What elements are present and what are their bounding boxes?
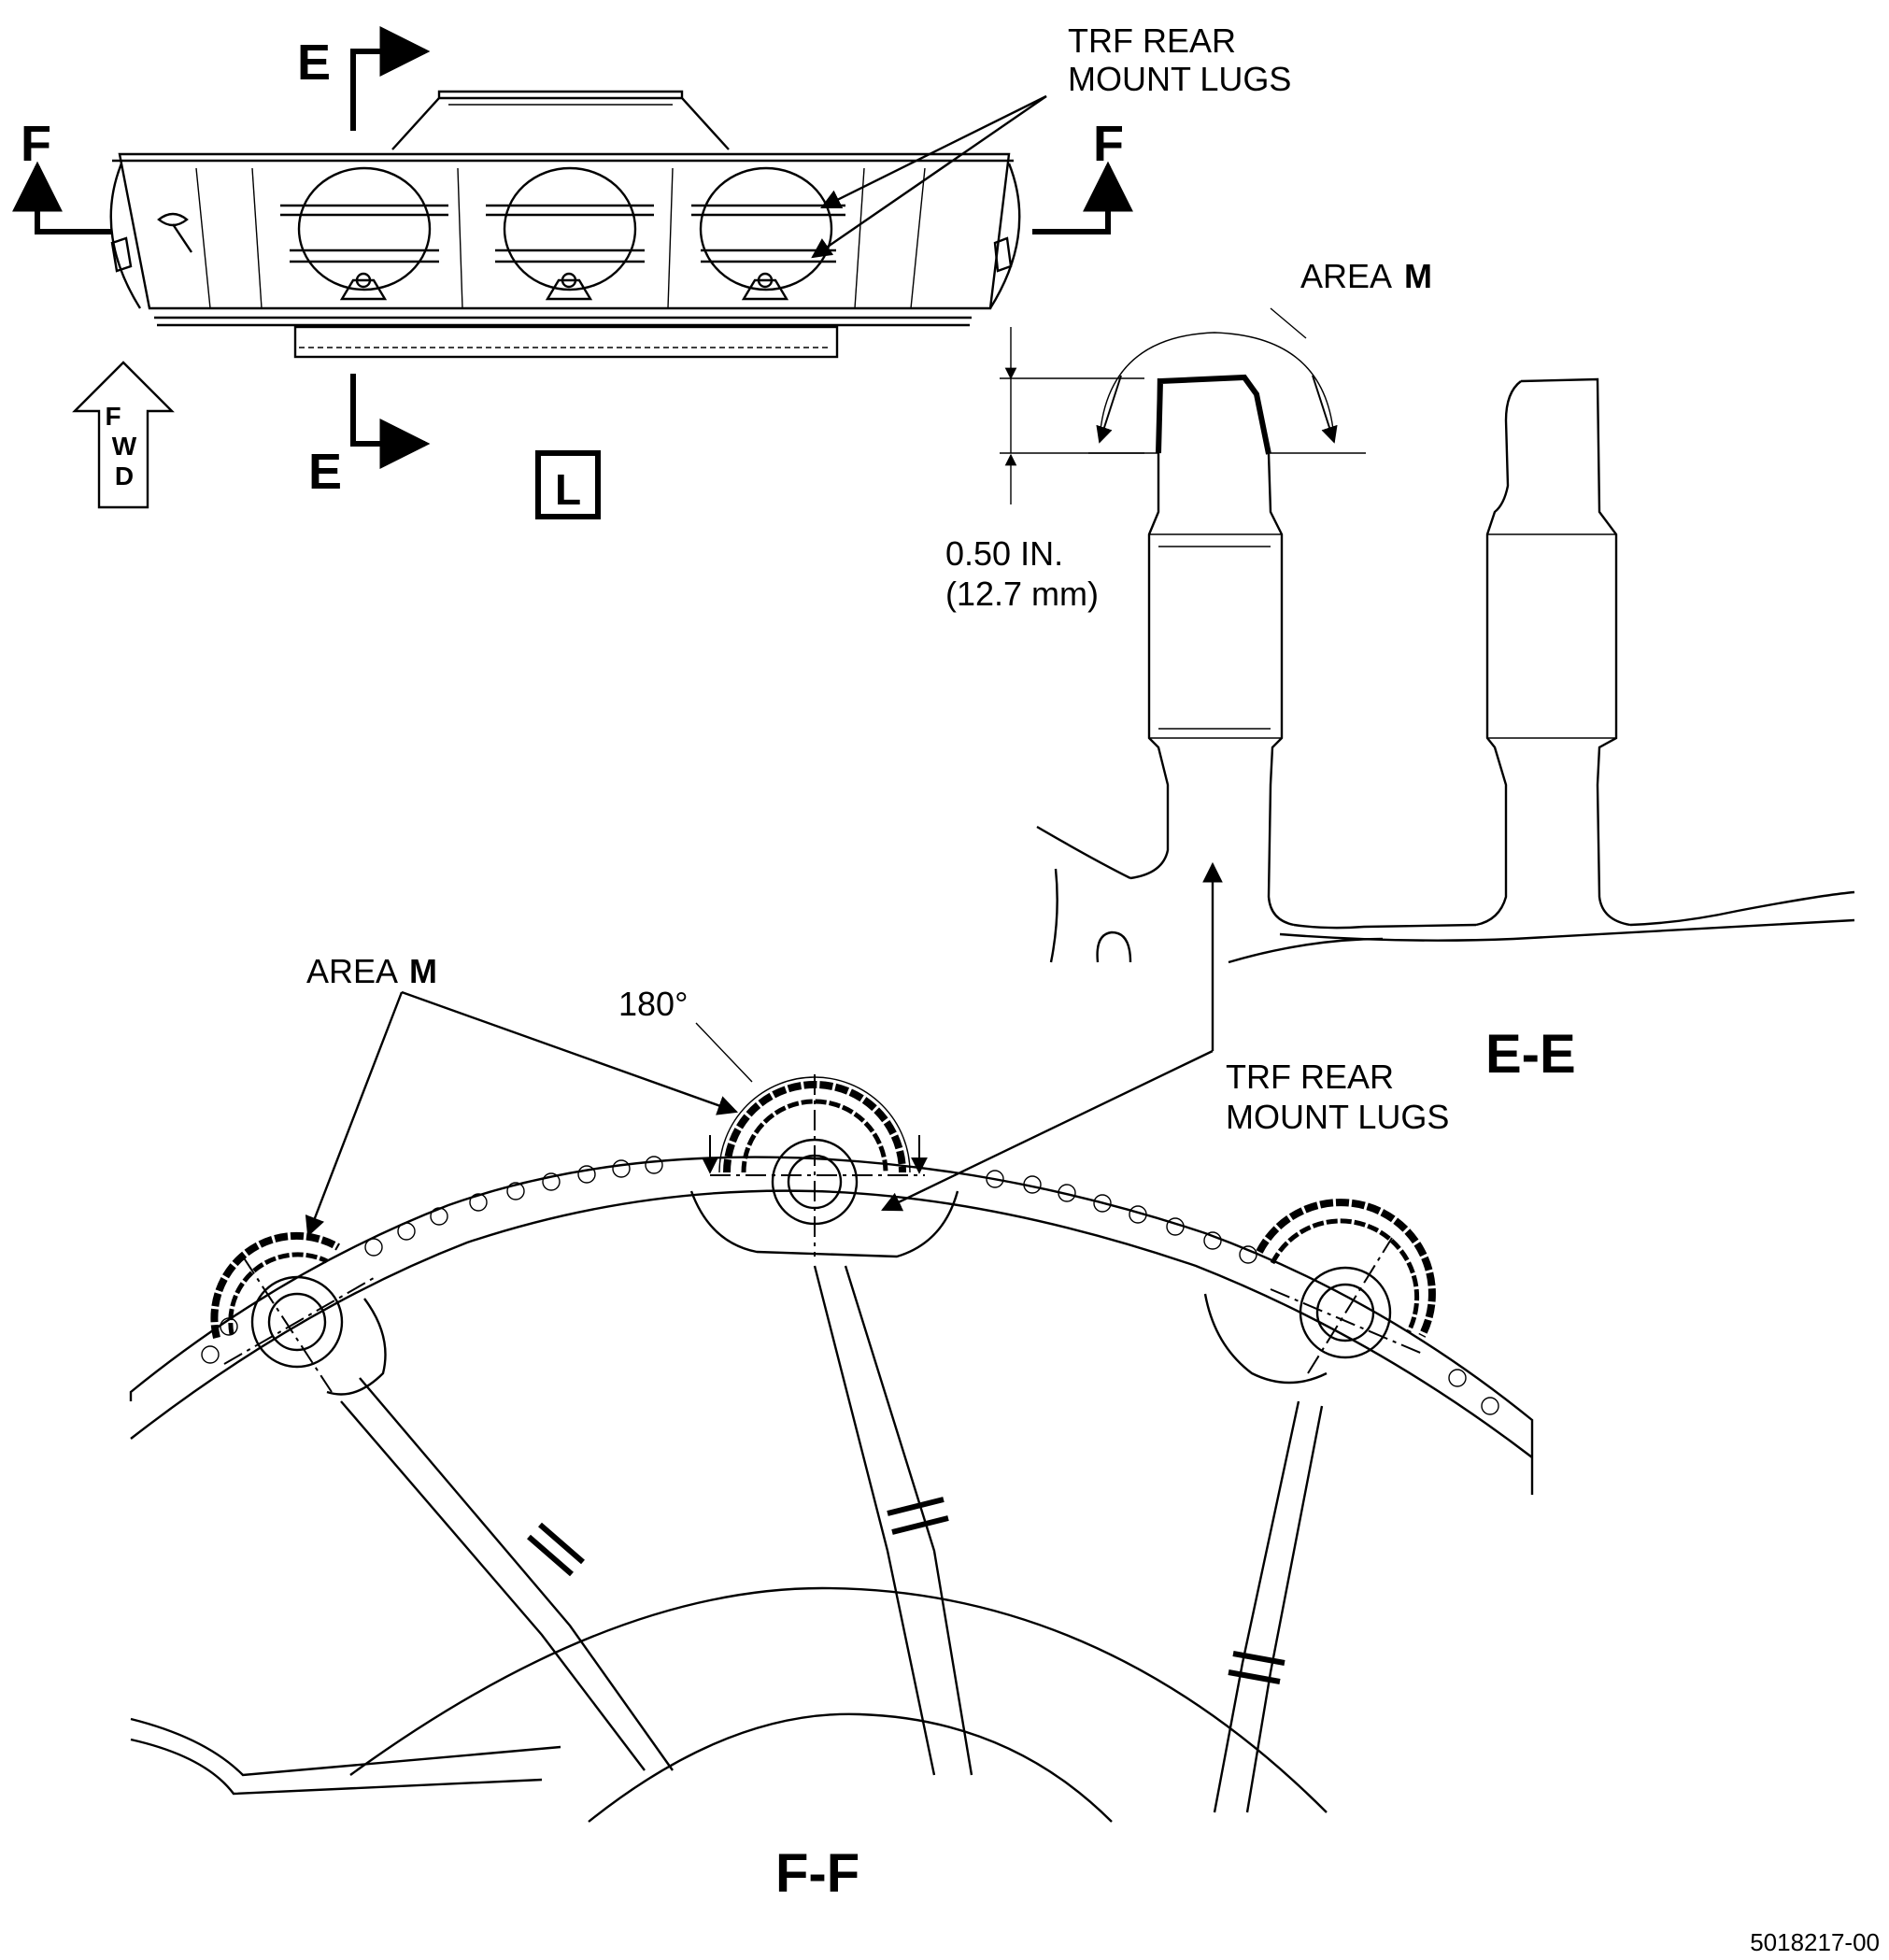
svg-text:F: F <box>21 116 51 172</box>
svg-text:(12.7 mm): (12.7 mm) <box>945 575 1099 613</box>
detail-box-l: L <box>535 450 601 519</box>
spoke-left <box>340 1377 674 1771</box>
svg-text:TRF REAR: TRF REAR <box>1226 1058 1394 1096</box>
svg-text:AREA: AREA <box>306 952 398 990</box>
svg-text:0.50 IN.: 0.50 IN. <box>945 534 1063 573</box>
rim-scallops <box>201 1156 1499 1415</box>
svg-text:E: E <box>308 444 342 500</box>
fwd-arrow-icon: F W D <box>72 361 175 509</box>
section-e-e-view: 0.50 IN. (12.7 mm) AREA M E-E <box>945 257 1855 1085</box>
svg-text:180°: 180° <box>618 985 688 1023</box>
svg-text:MOUNT LUGS: MOUNT LUGS <box>1068 60 1291 98</box>
section-f-f-title: F-F <box>775 1843 859 1904</box>
svg-text:F: F <box>105 402 121 431</box>
svg-text:D: D <box>115 462 134 490</box>
area-m-right <box>1256 1199 1436 1374</box>
svg-text:L: L <box>555 465 581 514</box>
section-e-top-marker: E <box>297 26 431 131</box>
trf-rear-mount-lugs-callout-top: TRF REAR MOUNT LUGS <box>811 21 1291 259</box>
dimension-0-50-in: 0.50 IN. (12.7 mm) <box>945 327 1144 613</box>
svg-text:MOUNT LUGS: MOUNT LUGS <box>1226 1098 1449 1136</box>
spoke-right <box>1213 1400 1324 1813</box>
svg-text:W: W <box>112 432 137 461</box>
mount-lug-2 <box>486 166 654 301</box>
section-f-right-marker: F <box>1032 116 1133 234</box>
svg-text:AREA: AREA <box>1300 257 1392 295</box>
trf-rear-mount-lugs-callout-ff: TRF REAR MOUNT LUGS <box>881 1049 1449 1212</box>
area-m-callout-ee: AREA M <box>1088 257 1432 454</box>
svg-text:M: M <box>1404 257 1432 295</box>
area-m-left <box>210 1231 375 1393</box>
area-m-center: 180° <box>618 985 928 1257</box>
mount-lug-1 <box>280 166 448 301</box>
section-e-bottom-marker: E <box>308 374 431 500</box>
mount-lug-3 <box>691 166 845 301</box>
svg-text:TRF REAR: TRF REAR <box>1068 21 1236 60</box>
area-m-callout-ff: AREA M <box>305 952 739 1238</box>
figure-number: 5018217-00 <box>1750 1928 1880 1956</box>
spoke-center <box>813 1265 973 1776</box>
top-view: E E F F TRF REAR MOUNT LUGS <box>11 21 1291 519</box>
svg-text:F: F <box>1093 116 1124 172</box>
svg-text:E: E <box>297 35 331 91</box>
section-f-f-view: 180° AREA M TRF REAR MOUNT LUGS F-F <box>129 952 1534 1904</box>
section-e-e-title: E-E <box>1485 1024 1576 1085</box>
svg-text:M: M <box>409 952 437 990</box>
section-f-left-marker: F <box>11 116 112 234</box>
